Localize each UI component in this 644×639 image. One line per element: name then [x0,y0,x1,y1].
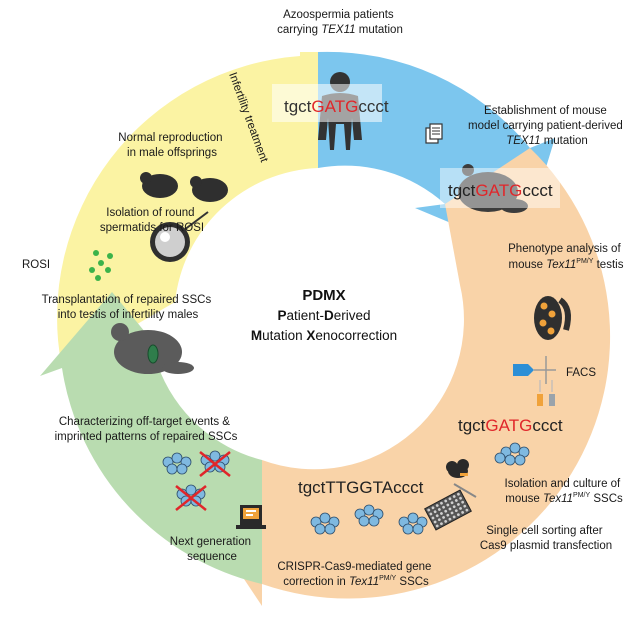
plate-well [459,496,462,500]
plate-well [452,505,456,509]
plate-well [444,509,448,513]
plate-well [461,500,465,504]
plate-well [448,507,452,511]
sequencer-icon [236,505,266,529]
plate-well [435,524,439,528]
plate-well [429,512,433,516]
transplant-label: Transplantation of repaired SSCs into te… [42,294,215,321]
plate-well [452,495,456,498]
pdmx-title: PDMX [302,287,345,304]
plate-well [433,520,437,524]
mutant-sequence-right: tgctGATGccct [458,416,563,435]
segment-peach [218,148,611,606]
center-title: PDMX Patient-Derived Mutation Xenocorrec… [251,287,397,343]
facs-icon [513,356,556,406]
sequence-box-mouse [440,168,560,208]
offtarget-clusters [162,450,231,511]
plate-well [457,492,460,496]
corrected-sequence: tgctTTGGTAccct [298,478,424,497]
transplant-mouse-icon [111,323,194,374]
plate-well [446,503,450,507]
cloud-icon [446,459,469,478]
document-icon [425,123,443,144]
plate-well [442,516,445,519]
single-cell-label: Single cell sorting after Cas9 plasmid t… [480,525,612,552]
cross-marks [175,451,231,511]
crispr-label: CRISPR-Cas9-mediated gene correction in … [277,561,434,588]
plate-well [437,518,441,522]
ssc-cluster-icon [494,442,530,466]
testis-icon [534,296,571,340]
phenotype-label: Phenotype analysis of mouse Tex11PM/Y te… [508,243,624,271]
azoospermia-label: Azoospermia patients carrying TEX11 muta… [277,9,403,36]
rosi-label: ROSI [22,259,50,271]
plate-well [444,499,448,503]
ssc-cluster-row [310,504,428,535]
plate-well [431,516,435,520]
plate-well [435,504,439,507]
plate-well [435,514,439,518]
facs-label: FACS [566,367,596,379]
mouse-model-label: Establishment of mouse model carrying pa… [468,105,626,147]
offspring-mice-icon [140,172,228,202]
plate-well [440,501,443,505]
offtarget-label: Characterizing off-target events & impri… [55,416,238,443]
plate-well [442,505,445,509]
segment-yellow [57,52,319,368]
plate-well [454,509,458,513]
plate-well [450,511,454,515]
plate-well [446,513,450,517]
plate-well [459,507,462,510]
plate-well [437,508,441,511]
plate-icon [424,489,472,531]
sequence-box-top [272,84,382,122]
plate-well [440,512,443,515]
plate-well [463,504,467,508]
spermatid-dots [89,250,113,281]
plate-well [450,501,454,505]
isolation-culture-label: Isolation and culture of mouse Tex11PM/Y… [505,478,624,505]
plate-well [427,508,431,512]
plate-well [440,522,443,526]
mutant-sequence-top: tgctGATGccct [284,97,389,116]
plate-well [457,503,460,506]
center-line3: Mutation Xenocorrection [251,328,397,343]
pipette-icon [453,483,477,498]
mouse-model-icon [458,164,528,213]
plate-well [448,497,452,501]
plate-well [461,511,465,514]
center-line2: Patient-Derived [277,308,370,323]
plate-well [448,517,452,521]
plate-well [457,513,460,517]
plate-well [454,499,458,502]
plate-well [465,508,469,512]
mutant-sequence-mouse: tgctGATGccct [448,181,553,200]
plate-well [444,520,448,523]
normal-reproduction-label: Normal reproduction in male offsprings [118,132,225,159]
segment-green [40,292,262,584]
round-spermatids-label: Isolation of round spermatids for ROSI [100,207,204,234]
plate-well [433,510,437,514]
plate-well [431,506,435,510]
plate-well [452,515,456,519]
oocyte-injection-icon [150,211,209,262]
ngs-label: Next generation sequence [170,536,254,563]
